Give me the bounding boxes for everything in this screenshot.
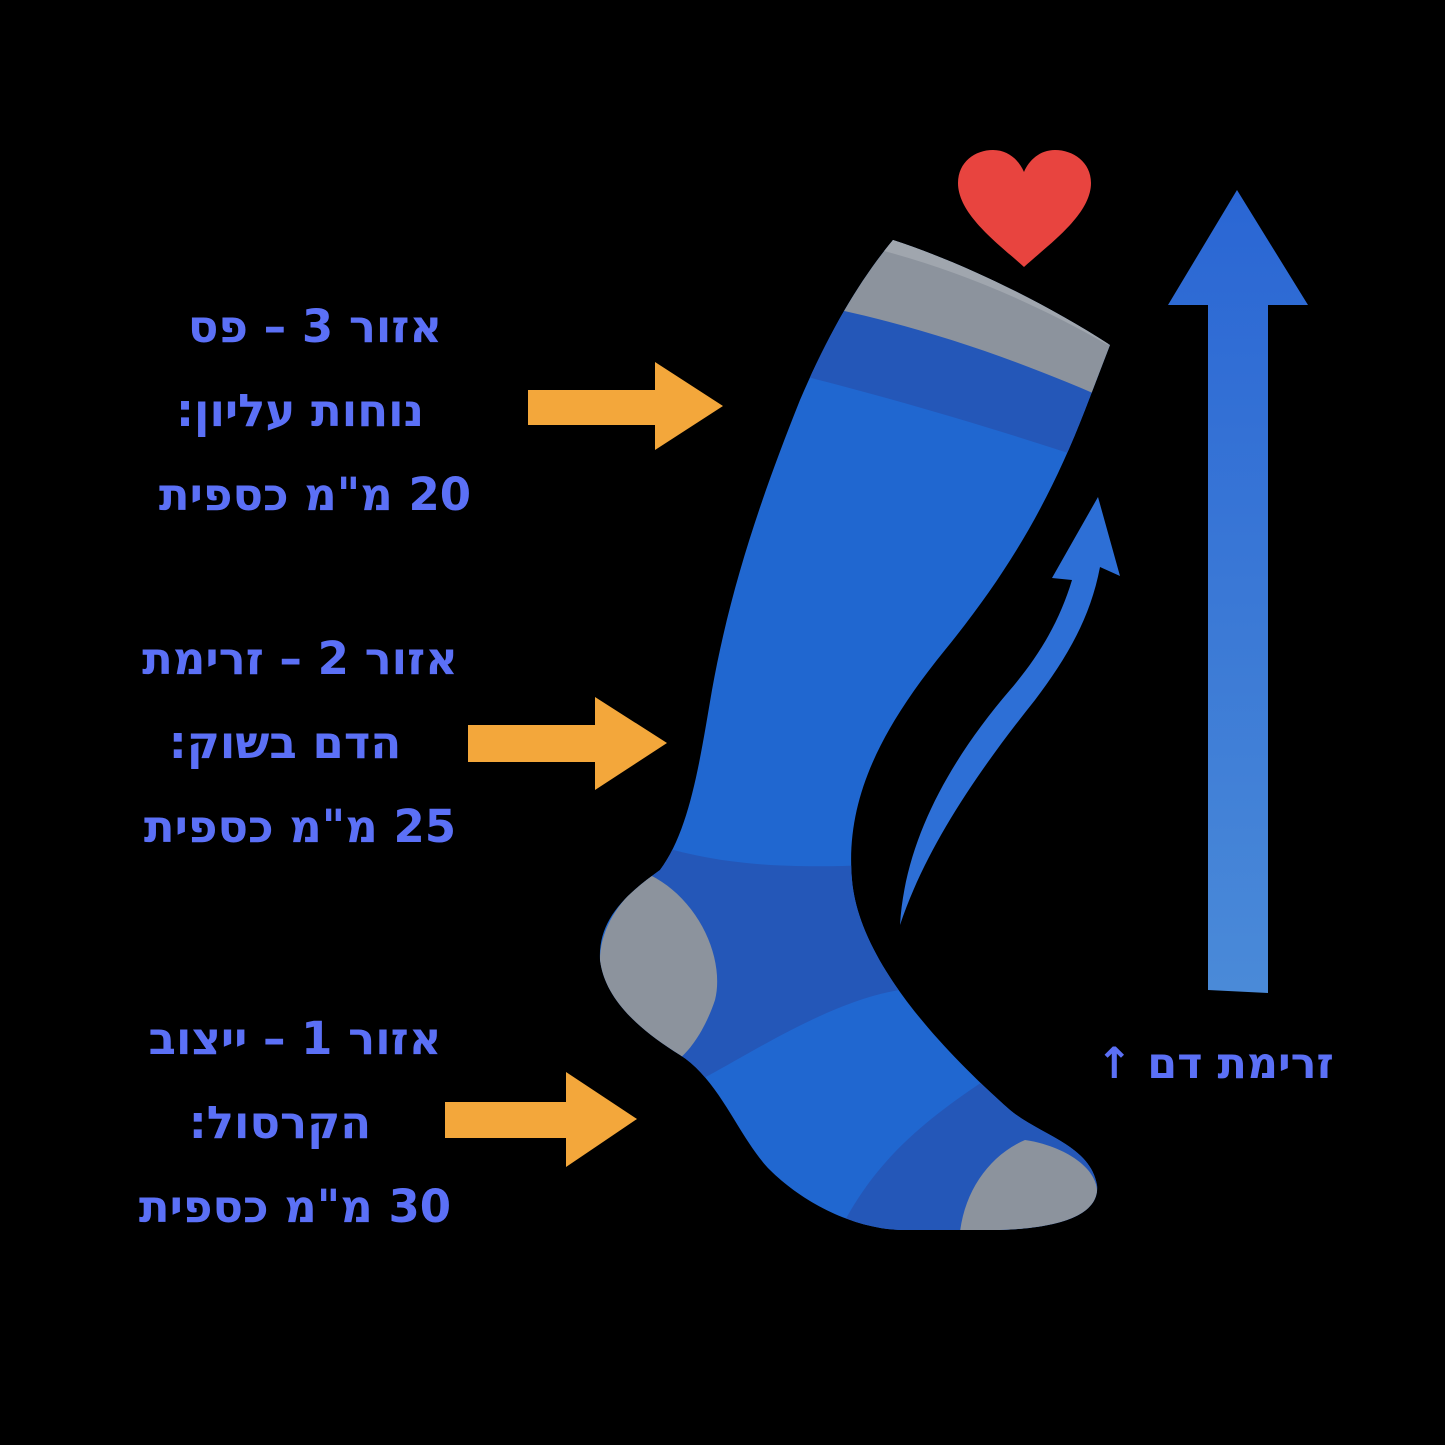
zone-2-label: אזור 2 – זרימת הדם בשוק: 25 מ"מ כספית [85, 617, 515, 869]
zone-3-title: אזור 3 – פס [187, 300, 443, 353]
heart-icon [958, 150, 1091, 267]
big-arrow-up-icon [1168, 190, 1308, 993]
zone-3-pressure: 20 מ"מ כספית [158, 468, 472, 521]
zone-2-pressure: 25 מ"מ כספית [143, 800, 457, 853]
curved-arrow-up-icon [900, 497, 1120, 925]
zone-2-title: אזור 2 – זרימת [142, 632, 458, 685]
arrow-right-icon [468, 697, 667, 790]
zone-2-description: הדם בשוק: [168, 716, 402, 769]
zone-1-label: אזור 1 – ייצוב הקרסול: 30 מ"מ כספית [80, 997, 510, 1249]
zone-3-label: אזור 3 – פס נוחות עליון: 20 מ"מ כספית [90, 285, 540, 537]
zone-1-pressure: 30 מ"מ כספית [138, 1180, 452, 1233]
arrow-right-icon [528, 362, 723, 450]
arrow-right-icon [445, 1072, 637, 1167]
zone-1-description: הקרסול: [188, 1096, 372, 1149]
blood-flow-label: זרימת דם ↑ [1096, 1039, 1334, 1089]
zone-3-description: נוחות עליון: [176, 384, 424, 437]
zone-1-title: אזור 1 – ייצוב [148, 1012, 442, 1065]
